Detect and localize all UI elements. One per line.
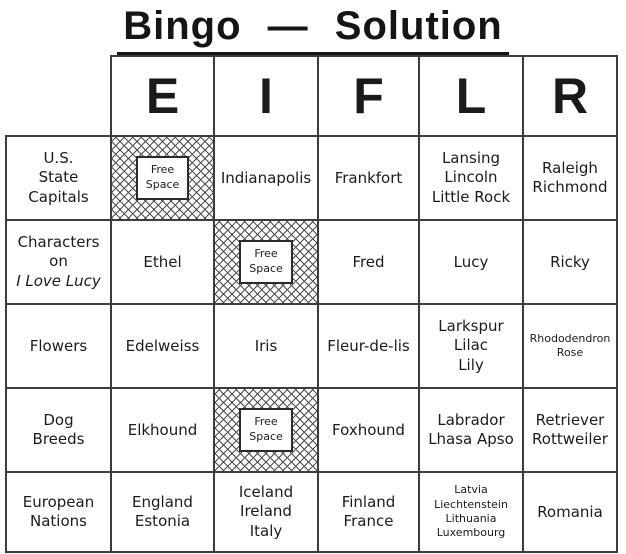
cell-label: Finland France bbox=[341, 492, 396, 531]
bingo-cell: Lansing Lincoln Little Rock bbox=[418, 135, 524, 221]
row-european-nations: European Nations England Estonia Iceland… bbox=[5, 471, 618, 553]
cell-label: Fred bbox=[352, 252, 385, 271]
bingo-cell: Edelweiss bbox=[110, 303, 215, 389]
category-label: U.S. State Capitals bbox=[28, 148, 89, 206]
category-label-italic: I Love Lucy bbox=[16, 271, 101, 290]
row-flowers: Flowers Edelweiss Iris Fleur-de-lis Lark… bbox=[5, 303, 618, 389]
column-letter-L: L bbox=[418, 55, 524, 137]
cell-label: Romania bbox=[537, 502, 603, 521]
free-space-cell: Free Space bbox=[110, 135, 215, 221]
category-cell: European Nations bbox=[5, 471, 112, 553]
cell-label: Edelweiss bbox=[125, 336, 200, 355]
bingo-cell: Raleigh Richmond bbox=[522, 135, 618, 221]
bingo-cell: Fred bbox=[317, 219, 420, 305]
cell-label: Larkspur Lilac Lily bbox=[438, 316, 504, 374]
cell-label: Latvia Liechtenstein Lithuania Luxembour… bbox=[434, 483, 508, 540]
category-cell: U.S. State Capitals bbox=[5, 135, 112, 221]
cell-label: Iris bbox=[254, 336, 278, 355]
bingo-grid: E I F L R U.S. State Capitals Free Space… bbox=[5, 55, 618, 553]
cell-label: England Estonia bbox=[132, 492, 193, 531]
cell-label: Retriever Rottweiler bbox=[532, 410, 608, 449]
bingo-cell: Fleur-de-lis bbox=[317, 303, 420, 389]
bingo-cell: Latvia Liechtenstein Lithuania Luxembour… bbox=[418, 471, 524, 553]
category-cell: Flowers bbox=[5, 303, 112, 389]
category-label-plain: Characters on bbox=[17, 232, 100, 271]
category-cell: Dog Breeds bbox=[5, 387, 112, 473]
cell-label: Elkhound bbox=[127, 420, 198, 439]
column-letter-label: F bbox=[353, 68, 384, 124]
column-letter-F: F bbox=[317, 55, 420, 137]
cell-label: Rhododendron Rose bbox=[529, 331, 611, 359]
bingo-cell: Romania bbox=[522, 471, 618, 553]
cell-label: Foxhound bbox=[332, 420, 405, 439]
bingo-cell: Frankfort bbox=[317, 135, 420, 221]
bingo-cell: Ricky bbox=[522, 219, 618, 305]
cell-label: Iceland Ireland Italy bbox=[238, 482, 294, 540]
free-space-cell: Free Space bbox=[213, 219, 319, 305]
cell-label: Indianapolis bbox=[220, 168, 312, 187]
free-space-label: Free Space bbox=[135, 156, 190, 200]
bingo-cell: Foxhound bbox=[317, 387, 420, 473]
cell-label: Raleigh Richmond bbox=[532, 158, 608, 197]
bingo-cell: Indianapolis bbox=[213, 135, 319, 221]
bingo-cell: Elkhound bbox=[110, 387, 215, 473]
cell-label: Ethel bbox=[143, 252, 182, 271]
bingo-cell: Finland France bbox=[317, 471, 420, 553]
bingo-cell: Retriever Rottweiler bbox=[522, 387, 618, 473]
bingo-cell: Labrador Lhasa Apso bbox=[418, 387, 524, 473]
free-space-cell: Free Space bbox=[213, 387, 319, 473]
bingo-cell: Rhododendron Rose bbox=[522, 303, 618, 389]
cell-label: Frankfort bbox=[334, 168, 403, 187]
row-dog-breeds: Dog Breeds Elkhound Free Space Foxhound … bbox=[5, 387, 618, 473]
cell-label: Ricky bbox=[550, 252, 590, 271]
cell-label: Fleur-de-lis bbox=[327, 336, 410, 355]
bingo-cell: Larkspur Lilac Lily bbox=[418, 303, 524, 389]
column-letter-label: E bbox=[145, 68, 180, 124]
column-letter-R: R bbox=[522, 55, 618, 137]
page-title: Bingo — Solution bbox=[117, 2, 509, 55]
column-letter-label: R bbox=[551, 68, 589, 124]
header-row: E I F L R bbox=[6, 55, 618, 137]
column-letter-label: I bbox=[259, 68, 273, 124]
column-letter-I: I bbox=[213, 55, 319, 137]
page-title-wrap: Bingo — Solution bbox=[0, 0, 626, 55]
free-space-label: Free Space bbox=[239, 240, 293, 284]
row-us-state-capitals: U.S. State Capitals Free Space Indianapo… bbox=[5, 135, 618, 221]
category-label: European Nations bbox=[22, 492, 95, 531]
cell-label: Lansing Lincoln Little Rock bbox=[431, 148, 511, 206]
cell-label: Labrador Lhasa Apso bbox=[428, 410, 514, 449]
free-space-label: Free Space bbox=[239, 408, 293, 452]
cell-label: Lucy bbox=[453, 252, 489, 271]
bingo-cell: England Estonia bbox=[110, 471, 215, 553]
bingo-cell: Lucy bbox=[418, 219, 524, 305]
header-blank-cell bbox=[6, 56, 111, 136]
category-label: Dog Breeds bbox=[32, 410, 85, 449]
bingo-cell: Iris bbox=[213, 303, 319, 389]
bingo-cell: Ethel bbox=[110, 219, 215, 305]
column-letter-E: E bbox=[110, 55, 215, 137]
bingo-cell: Iceland Ireland Italy bbox=[213, 471, 319, 553]
category-label: Flowers bbox=[29, 336, 88, 355]
column-letter-label: L bbox=[455, 68, 487, 124]
